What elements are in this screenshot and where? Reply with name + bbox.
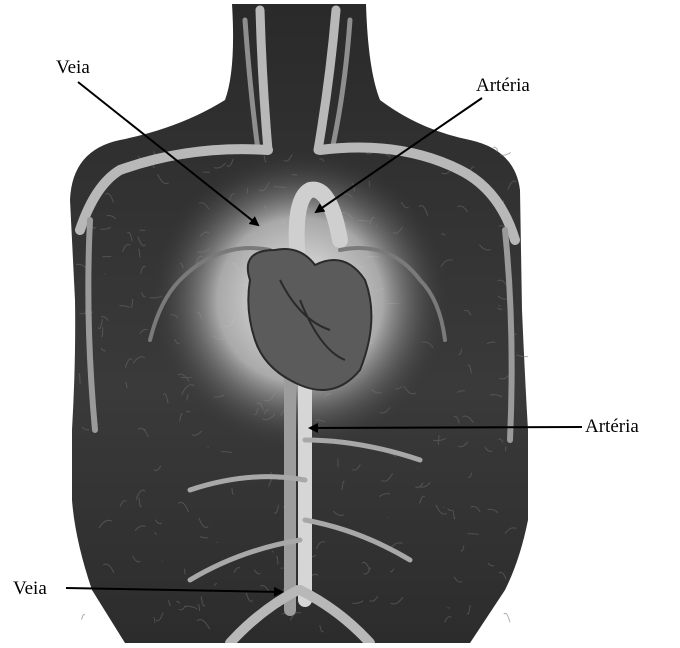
arrow-arteria-mid: [310, 427, 582, 428]
label-arteria-top: Artéria: [476, 76, 530, 95]
label-veia-bottom: Veia: [13, 579, 47, 598]
label-veia-top: Veia: [56, 58, 90, 77]
label-arteria-mid: Artéria: [585, 417, 639, 436]
